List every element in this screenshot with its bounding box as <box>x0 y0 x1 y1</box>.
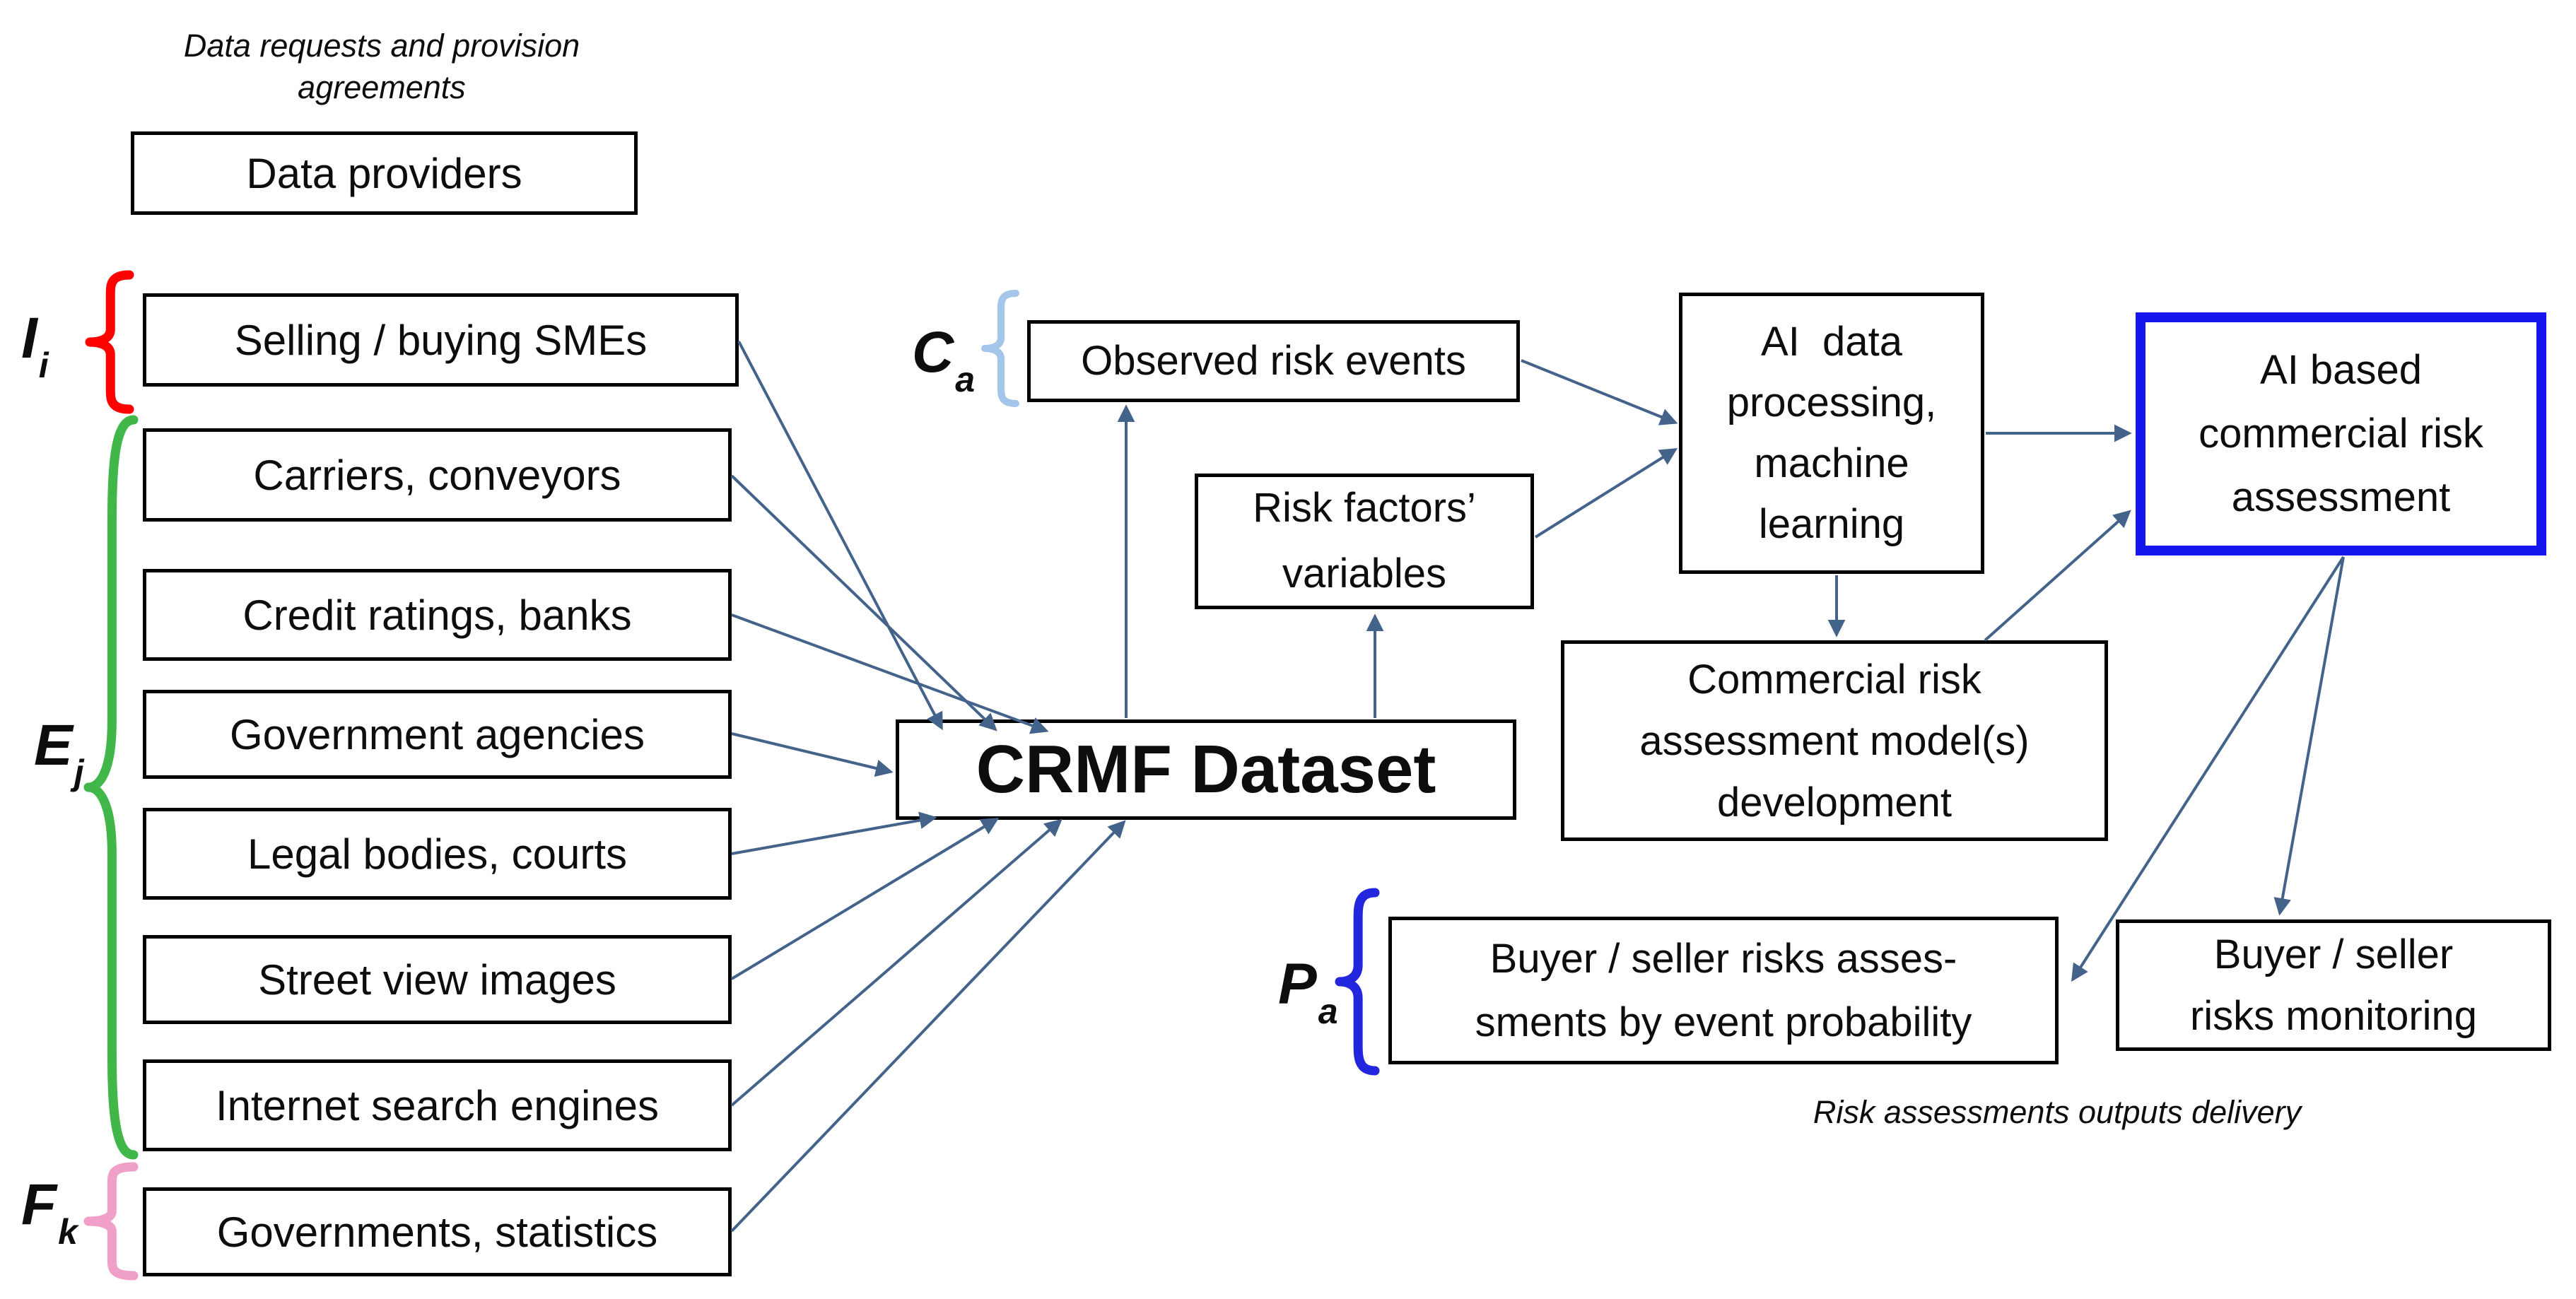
node-crmf-dataset: CRMF Dataset <box>896 719 1516 820</box>
group-label-base: P <box>1278 952 1317 1016</box>
node-line: sments by event probability <box>1475 999 1972 1045</box>
node-line: Buyer / seller <box>2213 931 2454 977</box>
node-government-agencies: Government agencies <box>143 690 732 779</box>
node-street-view-images: Street view images <box>143 935 732 1024</box>
arrow-modeldev-to-aibased <box>1984 510 2131 642</box>
arrow-riskfactors-to-ai <box>1534 448 1678 539</box>
arrow-observed-to-ai <box>1521 359 1678 425</box>
group-label-base: E <box>34 713 73 777</box>
arrow-govstats-to-crmf <box>730 820 1126 1233</box>
brace-path <box>85 270 134 414</box>
brace-path <box>83 415 139 1160</box>
node-line: assessment model(s) <box>1639 717 2030 764</box>
arrow-legal-to-crmf <box>731 811 937 855</box>
node-internet-search-engines: Internet search engines <box>143 1059 732 1151</box>
node-risk-factors-variables: Risk factors’ variables <box>1195 474 1534 609</box>
node-line: Risk factors’ <box>1253 485 1476 531</box>
brace-path <box>981 290 1019 407</box>
node-line: Commercial risk <box>1687 656 1981 703</box>
node-line: learning <box>1758 500 1905 547</box>
brace-lightblue-observed <box>981 290 1019 407</box>
caption-outputs-delivery: Risk assessments outputs delivery <box>1813 1094 2302 1130</box>
arrow-aibased-to-assessments <box>2071 556 2345 982</box>
caption-line: provision agreements <box>298 28 580 105</box>
node-credit-ratings-banks: Credit ratings, banks <box>143 569 732 661</box>
node-line: machine <box>1754 440 1909 486</box>
group-label-sub: i <box>38 346 49 385</box>
group-label-official-statistics: Fk <box>21 1172 78 1252</box>
group-label-sub: a <box>955 360 976 399</box>
caption-data-requests: Data requests and provision agreements <box>177 25 587 108</box>
arrow-credit-to-crmf <box>731 613 1049 734</box>
node-line: Buyer / seller risks asses- <box>1489 935 1957 982</box>
node-line: commercial risk <box>2199 411 2483 457</box>
group-label-smes: Ii <box>21 305 49 385</box>
node-line: AI data <box>1761 319 1902 365</box>
node-line: variables <box>1282 551 1447 596</box>
node-ai-data-processing: AI data processing, machine learning <box>1679 293 1984 574</box>
node-buyer-seller-assessments: Buyer / seller risks asses- sments by ev… <box>1388 917 2059 1064</box>
node-line: assessment <box>2231 474 2451 520</box>
group-label-probability-assessments: Pa <box>1278 951 1338 1031</box>
node-model-development: Commercial risk assessment model(s) deve… <box>1561 640 2108 841</box>
node-line: development <box>1716 779 1953 825</box>
arrow-street-to-crmf <box>730 818 1000 980</box>
node-observed-risk-events: Observed risk events <box>1027 320 1520 402</box>
group-label-sub: k <box>58 1212 78 1252</box>
arrow-government-to-crmf <box>731 732 894 777</box>
brace-green-external <box>83 415 139 1160</box>
node-governments-statistics: Governments, statistics <box>143 1187 732 1276</box>
node-line: processing, <box>1726 380 1937 426</box>
group-label-sub: a <box>1318 992 1338 1031</box>
brace-path <box>83 1162 139 1281</box>
caption-line: Data requests and <box>183 28 444 64</box>
group-label-sub: j <box>74 753 84 792</box>
group-label-external-sources: Ej <box>34 712 84 792</box>
group-label-base: I <box>21 306 37 370</box>
group-label-observed-events: Ca <box>912 319 975 399</box>
arrow-aibased-to-monitoring <box>2273 556 2345 916</box>
node-line: AI based <box>2260 347 2422 394</box>
brace-pink-official <box>83 1162 139 1281</box>
node-selling-buying-smes: Selling / buying SMEs <box>143 293 739 387</box>
brace-darkblue-probability <box>1335 888 1380 1076</box>
node-line: risks monitoring <box>2189 993 2478 1039</box>
node-data-providers: Data providers <box>131 131 638 215</box>
arrow-smes-to-crmf <box>737 341 943 731</box>
node-buyer-seller-monitoring: Buyer / seller risks monitoring <box>2116 919 2551 1051</box>
arrow-carriers-to-crmf <box>730 474 997 731</box>
node-carriers-conveyors: Carriers, conveyors <box>143 428 732 522</box>
brace-path <box>1335 888 1380 1076</box>
group-label-base: F <box>21 1172 57 1237</box>
node-ai-based-assessment: AI based commercial risk assessment <box>2136 312 2546 556</box>
brace-red-smes <box>85 270 134 414</box>
node-legal-bodies-courts: Legal bodies, courts <box>143 808 732 900</box>
arrow-internet-to-crmf <box>730 818 1062 1107</box>
group-label-base: C <box>912 320 954 384</box>
